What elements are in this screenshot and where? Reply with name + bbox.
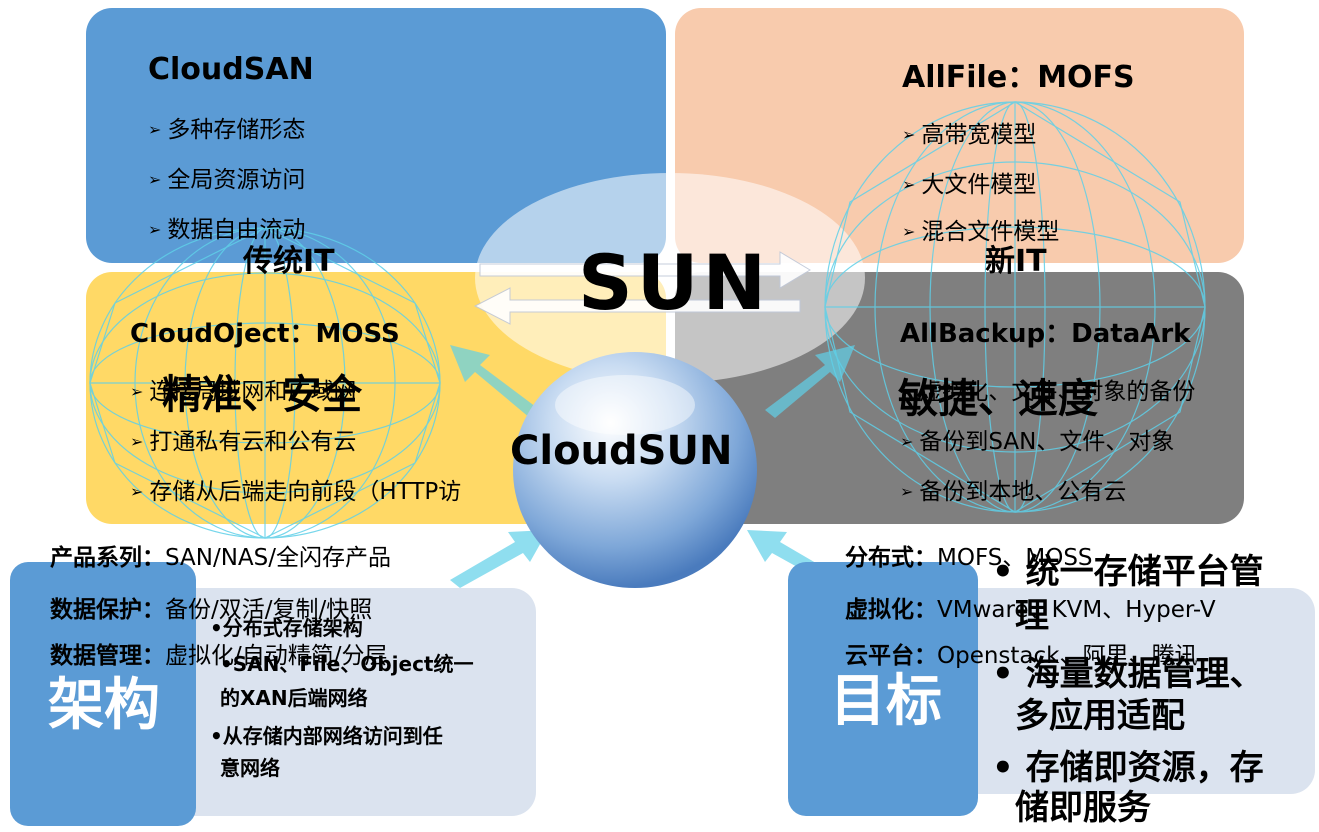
sun-arrows-icon	[473, 251, 811, 325]
allbackup-item: ➢备份到SAN、文件、对象	[900, 429, 1175, 455]
arrowhead-icon: ➢	[902, 125, 916, 144]
arrowhead-icon: ➢	[900, 482, 914, 501]
arrowhead-icon: ➢	[902, 175, 916, 194]
architecture-point: •SAN、File、Object统一	[220, 652, 474, 676]
info-row: 云平台：Openstack、阿里、腾讯	[845, 643, 1198, 669]
allbackup-item: ➢备份到本地、公有云	[900, 479, 1127, 505]
architecture-label: 架构	[48, 673, 160, 738]
allfile-title: AllFile：MOFS	[902, 60, 1135, 95]
goal-point: 多应用适配	[1015, 696, 1185, 736]
cloudobject-item: ➢存储从后端走向前段（HTTP访	[130, 479, 462, 505]
allbackup-item: ➢虚拟化、文件、对象的备份	[900, 379, 1196, 405]
up-left-arrow-icon	[450, 345, 540, 418]
goal-detail-box	[955, 588, 1315, 794]
right-globe-icon	[824, 101, 1206, 513]
left-globe-icon	[89, 227, 441, 539]
center-sphere-icon	[513, 352, 757, 588]
arrowhead-icon: ➢	[148, 120, 162, 139]
up-right-arrow-icon	[765, 345, 855, 418]
arrowhead-icon: ➢	[902, 222, 916, 241]
traditional-it-label: 传统IT	[243, 244, 335, 279]
cloudobject-item: ➢打通私有云和公有云	[130, 429, 357, 455]
goal-box	[788, 562, 978, 816]
info-row: 数据管理：虚拟化/自动精简/分层	[50, 643, 388, 669]
arrowhead-icon: ➢	[130, 482, 144, 501]
info-row: 分布式：MOFS、MOSS	[845, 545, 1093, 571]
cloudsan-item: ➢多种存储形态	[148, 117, 306, 143]
cloudobject-title: CloudOject：MOSS	[130, 319, 400, 349]
architecture-point: 的XAN后端网络	[220, 686, 368, 710]
center-label: CloudSUN	[510, 428, 733, 474]
arrowhead-icon: ➢	[130, 382, 144, 401]
allfile-item: ➢大文件模型	[902, 172, 1037, 198]
bottom-left-arrow-icon	[450, 530, 548, 588]
goal-point: 理	[1015, 596, 1049, 636]
right-slogan: 敏捷、速度	[898, 376, 1098, 422]
architecture-box	[10, 562, 196, 826]
sun-ellipse	[475, 173, 865, 383]
goal-label: 目标	[830, 669, 942, 734]
arrowhead-icon: ➢	[148, 220, 162, 239]
arrowhead-icon: ➢	[900, 432, 914, 451]
architecture-point: •从存储内部网络访问到任	[210, 724, 443, 748]
allfile-item: ➢混合文件模型	[902, 219, 1060, 245]
goal-point: • 存储即资源，存	[992, 748, 1264, 788]
allfile-item: ➢高带宽模型	[902, 122, 1037, 148]
goal-point: • 统一存储平台管	[992, 552, 1264, 592]
info-row: 数据保护：备份/双活/复制/快照	[50, 597, 373, 623]
cloudsan-item: ➢数据自由流动	[148, 217, 306, 243]
arrowhead-icon: ➢	[900, 382, 914, 401]
goal-point: 储即服务	[1015, 788, 1151, 828]
info-row: 虚拟化：VMware、KVM、Hyper-V	[845, 597, 1216, 623]
architecture-detail-box	[150, 588, 536, 816]
cloudobject-item: ➢连接局域网和广域网	[130, 379, 357, 405]
goal-point: • 海量数据管理、	[992, 654, 1264, 694]
new-it-label: 新IT	[985, 244, 1047, 279]
arrowhead-icon: ➢	[148, 170, 162, 189]
cloudsan-title: CloudSAN	[148, 52, 314, 87]
cloudsan-item: ➢全局资源访问	[148, 167, 306, 193]
info-row: 产品系列：SAN/NAS/全闪存产品	[50, 545, 392, 571]
architecture-point: 意网络	[220, 756, 280, 780]
allbackup-title: AllBackup：DataArk	[900, 319, 1191, 349]
arrowhead-icon: ➢	[130, 432, 144, 451]
architecture-point: •分布式存储架构	[210, 616, 363, 640]
sun-word: SUN	[578, 238, 771, 327]
left-slogan: 精准、安全	[162, 372, 362, 418]
